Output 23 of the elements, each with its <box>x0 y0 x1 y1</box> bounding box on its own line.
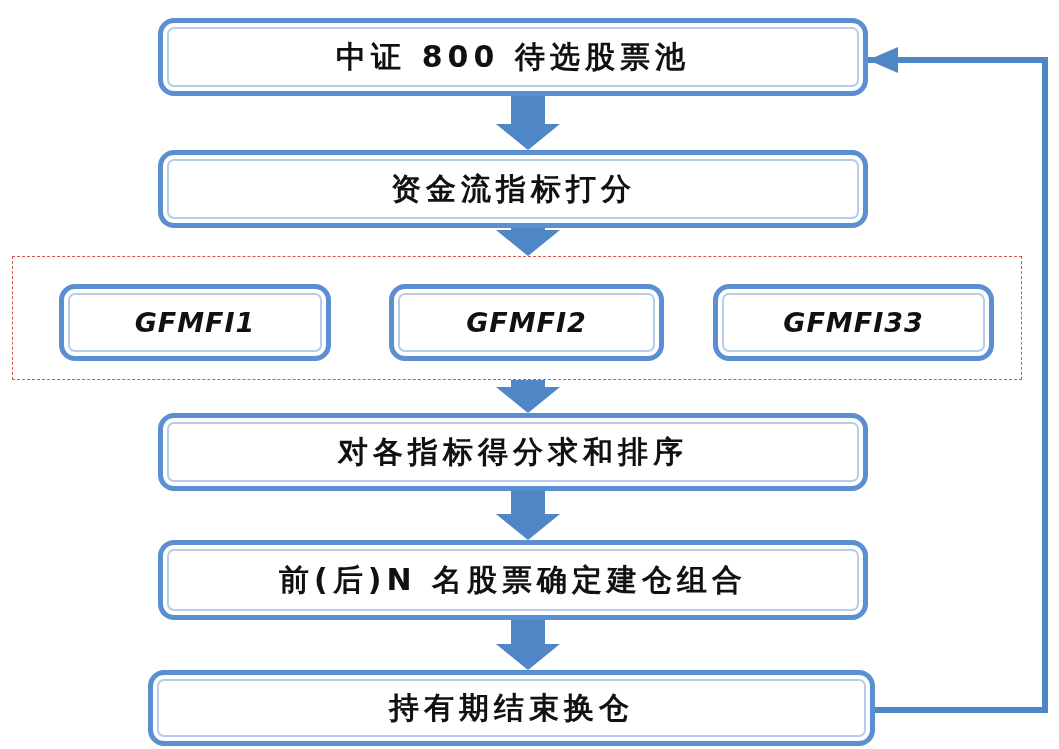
dashed-group-box <box>12 256 1022 380</box>
block-arrow <box>496 620 560 670</box>
box-label: 中证 800 待选股票池 <box>336 37 690 76</box>
box-label: 资金流指标打分 <box>390 169 636 208</box>
box-label: 对各指标得分求和排序 <box>338 432 688 471</box>
process-box <box>713 284 994 361</box>
block-arrow <box>496 380 560 413</box>
box-label: GFMFI33 <box>783 307 924 338</box>
box-label: 前(后)N 名股票确定建仓组合 <box>279 560 747 599</box>
process-box <box>59 284 331 361</box>
feedback-arrow <box>868 47 1048 713</box>
process-box <box>158 18 868 96</box>
box-label: GFMFI1 <box>134 307 256 338</box>
block-arrow <box>496 96 560 150</box>
process-box <box>389 284 664 361</box>
process-box <box>158 150 868 228</box>
process-box <box>158 413 868 491</box>
block-arrow <box>496 491 560 540</box>
process-box <box>158 540 868 620</box>
box-label: GFMFI2 <box>466 307 587 338</box>
block-arrow <box>496 228 560 256</box>
box-label: 持有期结束换仓 <box>389 688 634 727</box>
process-box <box>148 670 875 746</box>
